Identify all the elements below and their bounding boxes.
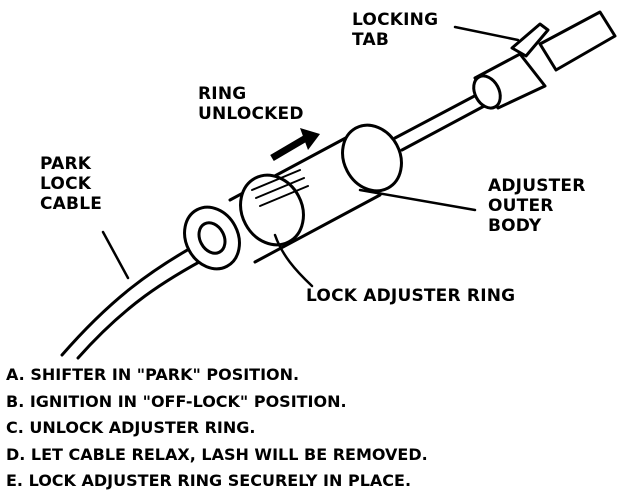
label-adjuster-line: ADJUSTER xyxy=(488,176,586,196)
park-lock-cable xyxy=(60,238,207,357)
lock-adjuster-ring-leader xyxy=(273,233,314,288)
label-ring-unlocked: RING UNLOCKED xyxy=(198,84,304,124)
locking-tab-leader xyxy=(453,25,520,42)
label-cable-line: CABLE xyxy=(40,194,103,214)
label-locking-tab-line1: LOCKING xyxy=(352,10,439,30)
instruction-steps: A. SHIFTER IN "PARK" POSITION. B. IGNITI… xyxy=(6,362,626,495)
label-body-line: BODY xyxy=(488,216,542,236)
label-park-lock-cable: PARK LOCK CABLE xyxy=(40,154,102,214)
ring-unlocked-arrow xyxy=(270,128,320,162)
label-lock-line: LOCK xyxy=(40,174,92,194)
adjuster-body-bottom xyxy=(253,193,382,264)
step-d: D. LET CABLE RELAX, LASH WILL BE REMOVED… xyxy=(6,444,428,464)
middle-ring xyxy=(239,173,305,247)
lock-adjuster-ring-front xyxy=(183,205,241,271)
upper-sleeve-end xyxy=(472,74,502,110)
label-park-line: PARK xyxy=(40,154,92,174)
ring-ridges xyxy=(251,169,309,207)
label-adjuster-outer-body: ADJUSTER OUTER BODY xyxy=(488,176,586,236)
label-lock-adjuster-ring: LOCK ADJUSTER RING xyxy=(306,286,516,306)
label-locking-tab-line2: TAB xyxy=(352,30,389,50)
core-cable-top xyxy=(393,90,484,140)
step-e: E. LOCK ADJUSTER RING SECURELY IN PLACE. xyxy=(6,471,412,490)
lock-adjuster-ring-inner xyxy=(197,221,227,255)
label-outer-line: OUTER xyxy=(488,196,554,216)
adjuster-outer-body-leader xyxy=(358,188,477,212)
outer-body-rear-ring xyxy=(341,123,403,193)
cable-terminal xyxy=(538,10,617,72)
label-ring-unlocked-line2: UNLOCKED xyxy=(198,104,304,124)
label-ring-unlocked-line1: RING xyxy=(198,84,247,104)
locking-tab-shape xyxy=(510,22,550,58)
step-b: B. IGNITION IN "OFF-LOCK" POSITION. xyxy=(6,391,347,411)
label-locking-tab: LOCKING TAB xyxy=(352,10,438,50)
step-c: C. UNLOCK ADJUSTER RING. xyxy=(6,418,256,437)
park-lock-cable-leader xyxy=(101,230,130,280)
core-cable-bottom xyxy=(400,102,490,152)
step-a: A. SHIFTER IN "PARK" POSITION. xyxy=(6,365,300,384)
park-lock-cable-edge xyxy=(76,253,214,360)
